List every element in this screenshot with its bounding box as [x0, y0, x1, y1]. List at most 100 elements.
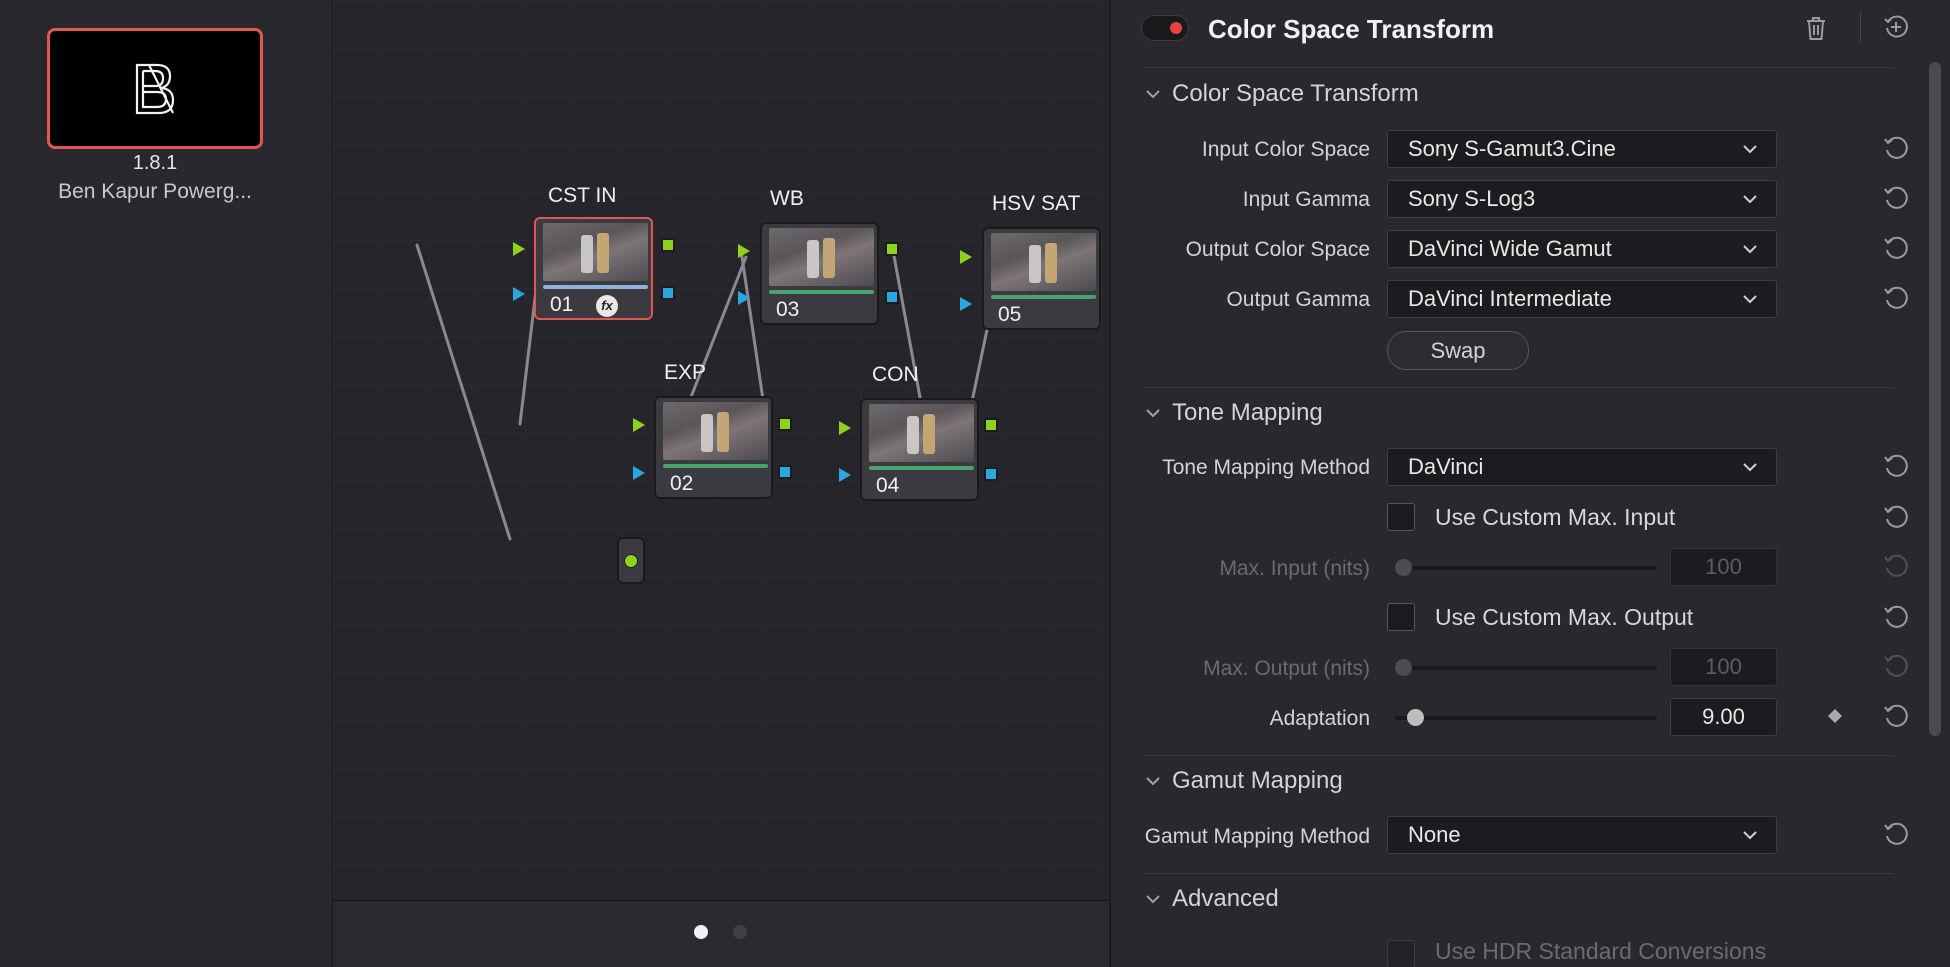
reset-output-gamma[interactable]	[1882, 284, 1910, 312]
reset-max-input[interactable]	[1882, 552, 1910, 580]
rgb-input-port[interactable]	[633, 418, 645, 432]
section-advanced[interactable]: Advanced	[1146, 885, 1279, 913]
chevron-down-icon	[1146, 409, 1160, 418]
section-separator	[1143, 755, 1893, 756]
input-color-space-label: Input Color Space	[1201, 138, 1370, 161]
reset-icon	[1884, 136, 1908, 159]
section-gamut-mapping[interactable]: Gamut Mapping	[1146, 767, 1343, 795]
rgb-input-port[interactable]	[513, 242, 525, 256]
rgb-input-port[interactable]	[839, 421, 851, 435]
reset-icon	[1884, 654, 1908, 677]
rgb-output-port[interactable]	[661, 238, 675, 252]
section-color-space-transform[interactable]: Color Space Transform	[1146, 80, 1419, 108]
rgb-output-port[interactable]	[885, 242, 899, 256]
adaptation-slider[interactable]	[1395, 709, 1657, 726]
reset-adaptation[interactable]	[1882, 702, 1910, 730]
rgb-output-port[interactable]	[778, 417, 792, 431]
select-value: Sony S-Gamut3.Cine	[1408, 136, 1616, 161]
use-custom-max-input-label: Use Custom Max. Input	[1435, 504, 1676, 530]
still-version-label: 1.8.1	[132, 152, 178, 174]
node-graph[interactable]: CST IN 01 fx WB 03 HSV SAT 05	[333, 0, 1109, 900]
output-color-space-select[interactable]: DaVinci Wide Gamut	[1387, 230, 1777, 268]
reset-gamut-mapping-method[interactable]	[1882, 820, 1910, 848]
reset-icon	[1884, 554, 1908, 577]
reset-use-custom-max-output[interactable]	[1882, 603, 1910, 631]
slider-thumb[interactable]	[1407, 709, 1424, 726]
max-input-field[interactable]: 100	[1670, 548, 1777, 586]
section-tone-mapping[interactable]: Tone Mapping	[1146, 399, 1323, 427]
node-thumbnail	[663, 402, 768, 460]
effect-enable-toggle[interactable]	[1141, 15, 1189, 41]
inspector-scrollbar[interactable]	[1929, 62, 1941, 736]
gamut-mapping-method-select[interactable]: None	[1387, 816, 1777, 854]
gallery-still-thumbnail[interactable]	[47, 28, 263, 149]
reset-input-color-space[interactable]	[1882, 134, 1910, 162]
tone-mapping-method-select[interactable]: DaVinci	[1387, 448, 1777, 486]
output-node[interactable]	[617, 537, 645, 584]
input-color-space-select[interactable]: Sony S-Gamut3.Cine	[1387, 130, 1777, 168]
alpha-input-port[interactable]	[960, 297, 972, 311]
alpha-input-port[interactable]	[839, 468, 851, 482]
reset-icon	[1884, 704, 1908, 727]
reset-tone-mapping-method[interactable]	[1882, 452, 1910, 480]
use-custom-max-input-checkbox[interactable]	[1387, 503, 1415, 531]
reset-icon	[1884, 286, 1908, 309]
max-input-label: Max. Input (nits)	[1219, 557, 1370, 580]
page-dot-2[interactable]	[733, 925, 747, 939]
node-03[interactable]: 03	[760, 222, 879, 325]
alpha-input-port[interactable]	[738, 291, 750, 305]
node-status-bar	[543, 285, 648, 289]
adaptation-field[interactable]: 9.00	[1670, 698, 1777, 736]
chevron-down-icon	[1146, 895, 1160, 904]
slider-thumb[interactable]	[1395, 659, 1412, 676]
node-thumbnail	[543, 223, 648, 281]
select-value: None	[1408, 822, 1461, 847]
effect-title: Color Space Transform	[1208, 14, 1495, 44]
node-05[interactable]: 05	[982, 227, 1101, 330]
rgb-output-port[interactable]	[984, 418, 998, 432]
alpha-output-port[interactable]	[984, 467, 998, 481]
page-dot-1[interactable]	[694, 925, 708, 939]
swap-button[interactable]: Swap	[1387, 331, 1529, 370]
output-port[interactable]	[624, 554, 638, 568]
node-number: 02	[670, 472, 694, 495]
node-02-label: EXP	[664, 361, 707, 384]
trash-icon[interactable]	[1804, 15, 1828, 41]
header-separator	[1143, 67, 1893, 68]
max-output-field[interactable]: 100	[1670, 648, 1777, 686]
use-hdr-standard-conversions-checkbox[interactable]	[1387, 940, 1415, 967]
rgb-input-port[interactable]	[960, 250, 972, 264]
output-gamma-select[interactable]: DaVinci Intermediate	[1387, 280, 1777, 318]
use-custom-max-output-checkbox[interactable]	[1387, 603, 1415, 631]
input-gamma-select[interactable]: Sony S-Log3	[1387, 180, 1777, 218]
tone-mapping-method-label: Tone Mapping Method	[1162, 456, 1370, 479]
node-01[interactable]: 01 fx	[534, 217, 653, 320]
node-02[interactable]: 02	[654, 396, 773, 499]
max-output-slider[interactable]	[1395, 659, 1657, 676]
max-input-slider[interactable]	[1395, 559, 1657, 576]
node-number: 04	[876, 474, 900, 497]
alpha-output-port[interactable]	[661, 286, 675, 300]
reset-output-color-space[interactable]	[1882, 234, 1910, 262]
node-status-bar	[991, 295, 1096, 299]
slider-thumb[interactable]	[1395, 559, 1412, 576]
node-04[interactable]: 04	[860, 398, 979, 501]
header-divider	[1860, 12, 1861, 42]
select-value: DaVinci Intermediate	[1408, 286, 1612, 311]
reset-icon	[1884, 605, 1908, 628]
reset-add-icon[interactable]	[1883, 14, 1909, 40]
alpha-output-port[interactable]	[778, 465, 792, 479]
chevron-down-icon	[1743, 831, 1757, 840]
node-number: 03	[776, 298, 800, 321]
alpha-output-port[interactable]	[885, 290, 899, 304]
alpha-input-port[interactable]	[633, 466, 645, 480]
rgb-input-port[interactable]	[738, 244, 750, 258]
reset-input-gamma[interactable]	[1882, 184, 1910, 212]
chevron-down-icon	[1743, 295, 1757, 304]
reset-max-output[interactable]	[1882, 652, 1910, 680]
node-thumbnail	[869, 404, 974, 462]
alpha-input-port[interactable]	[513, 287, 525, 301]
reset-use-custom-max-input[interactable]	[1882, 503, 1910, 531]
keyframe-diamond-icon[interactable]	[1826, 707, 1844, 725]
